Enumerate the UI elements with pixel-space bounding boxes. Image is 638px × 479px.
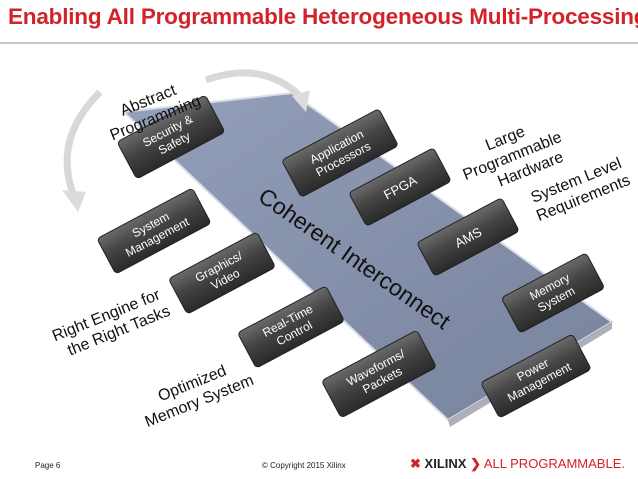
block-application-processors: Application Processors <box>282 109 398 197</box>
page-title: Enabling All Programmable Heterogeneous … <box>8 4 638 29</box>
chevron-right-icon: ❯ <box>470 456 481 471</box>
logo-name: XILINX <box>424 456 467 471</box>
block-ams: AMS <box>417 198 519 276</box>
curved-arrow-top-icon <box>204 69 310 112</box>
footer-page-number: Page 6 <box>35 461 61 470</box>
title-divider <box>0 42 638 44</box>
callout-right-engine: Right Engine for the Right Tasks <box>50 286 173 359</box>
footer-copyright: © Copyright 2015 Xilinx <box>262 461 346 470</box>
logo-tagline: ALL PROGRAMMABLE. <box>483 456 625 471</box>
callout-optimized-memory-system: Optimized Memory System <box>143 362 257 431</box>
block-real-time-control: Real-Time Control <box>238 286 344 368</box>
block-memory-system: Memory System <box>502 253 604 333</box>
block-waveforms-packets: Waveforms/ Packets <box>322 331 436 417</box>
xilinx-mark-icon: ✖ <box>410 456 421 471</box>
curved-arrow-left-icon <box>62 89 103 212</box>
xilinx-logo: ✖ XILINX ❯ ALL PROGRAMMABLE. <box>410 456 625 474</box>
block-fpga: FPGA <box>349 148 451 226</box>
block-system-management: System Management <box>97 188 211 274</box>
block-graphics-video: Graphics/ Video <box>169 232 275 314</box>
